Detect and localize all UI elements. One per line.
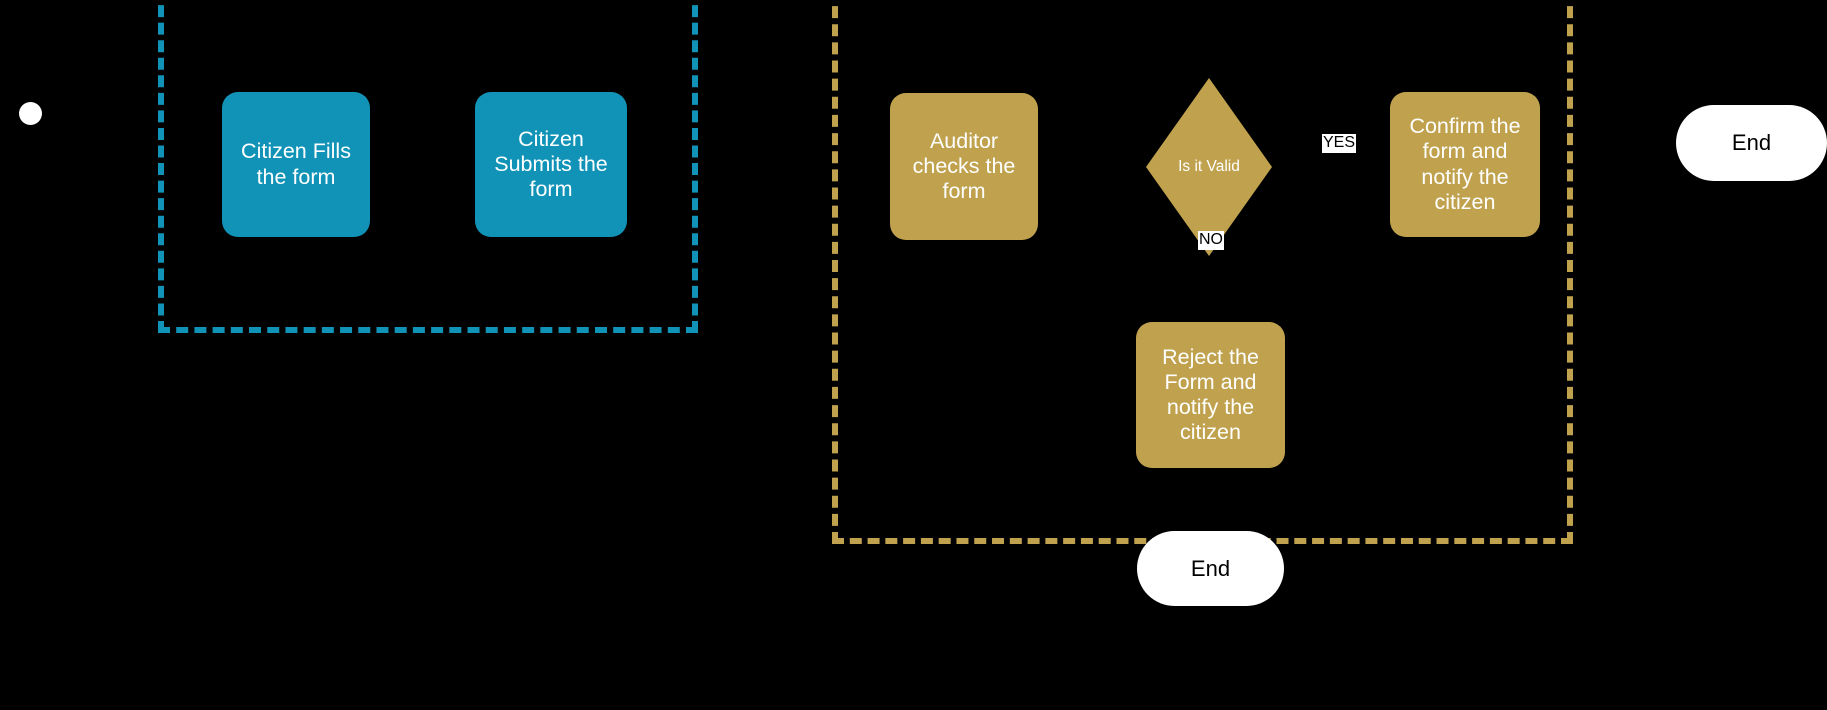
node-confirm-form-notify-citizen[interactable]: Confirm the form and notify the citizen [1390, 92, 1540, 237]
start-node[interactable] [19, 102, 42, 125]
decision-label: Is it Valid [1178, 158, 1240, 175]
citizen-lane-container [158, 0, 698, 333]
end-node-bottom[interactable]: End [1137, 531, 1284, 606]
end-node-right[interactable]: End [1676, 105, 1827, 181]
edge-label-yes: YES [1322, 134, 1357, 153]
node-reject-form-notify-citizen[interactable]: Reject the Form and notify the citizen [1136, 322, 1285, 468]
node-citizen-fills-the-form[interactable]: Citizen Fills the form [222, 92, 370, 237]
edge-label-no: NO [1198, 231, 1224, 250]
decision-is-it-valid[interactable]: Is it Valid [1146, 78, 1272, 256]
node-citizen-submits-the-form[interactable]: Citizen Submits the form [475, 92, 627, 237]
node-auditor-checks-the-form[interactable]: Auditor checks the form [890, 93, 1038, 240]
